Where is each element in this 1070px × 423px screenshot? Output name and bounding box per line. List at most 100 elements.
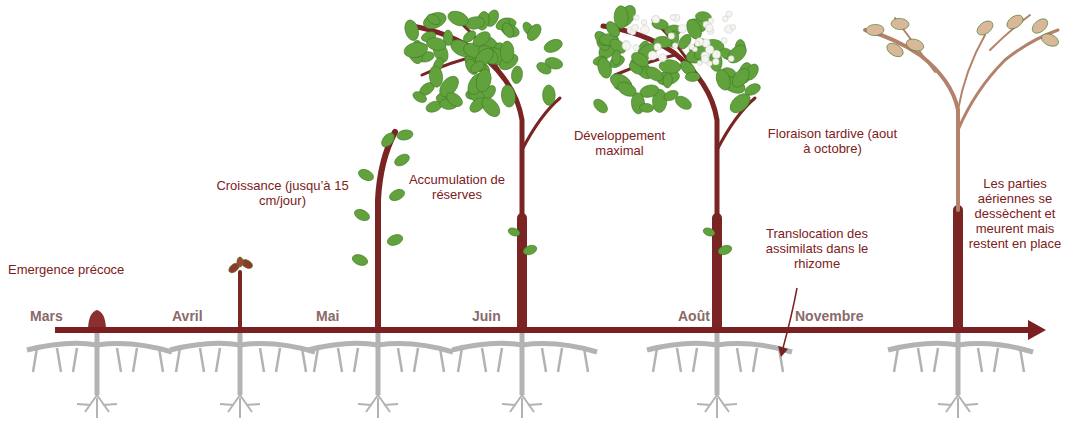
month-label: Avril xyxy=(172,309,232,324)
root xyxy=(653,348,657,372)
leaf xyxy=(403,18,421,42)
leaf xyxy=(591,97,610,116)
root xyxy=(753,348,757,372)
root xyxy=(133,348,137,372)
leaf xyxy=(428,65,443,88)
leaf xyxy=(411,89,428,104)
leaf xyxy=(1040,31,1061,48)
flower xyxy=(633,45,639,51)
time-axis-head xyxy=(1028,320,1046,340)
leaf xyxy=(500,21,516,39)
root xyxy=(440,348,444,372)
root xyxy=(934,348,938,372)
leaf xyxy=(614,2,639,30)
leaf xyxy=(500,41,514,63)
root xyxy=(584,348,588,372)
flower xyxy=(641,25,650,34)
leaf xyxy=(644,64,666,84)
flower xyxy=(689,44,695,50)
leaf xyxy=(891,18,910,30)
stage-label: Croissance (jusqu’à 15 cm/jour) xyxy=(205,178,360,208)
leaf xyxy=(535,60,553,76)
leaf xyxy=(461,29,478,45)
leaf xyxy=(673,94,694,113)
root xyxy=(302,348,306,372)
stage-label: Floraison tardive (aout à octobre) xyxy=(765,126,900,156)
month-label: Juin xyxy=(472,309,522,324)
root xyxy=(77,395,117,418)
rhizome xyxy=(888,343,1033,352)
month-label: Novembre xyxy=(795,309,885,324)
stem xyxy=(958,30,1058,130)
leaf xyxy=(596,56,614,80)
flower xyxy=(670,15,675,20)
stem xyxy=(378,132,395,328)
root xyxy=(260,348,264,372)
leaf xyxy=(393,152,412,169)
root xyxy=(220,395,260,418)
leaf xyxy=(524,22,543,43)
root xyxy=(894,348,898,372)
flower xyxy=(697,60,702,65)
leaf xyxy=(396,129,413,142)
leaf xyxy=(357,167,376,183)
leaf xyxy=(403,40,429,59)
flower xyxy=(722,16,728,22)
root xyxy=(338,348,342,372)
root xyxy=(200,348,204,372)
flower xyxy=(713,58,720,65)
leaf xyxy=(237,257,243,267)
flower xyxy=(712,50,720,58)
stage-label: Emergence précoce xyxy=(8,262,158,277)
root xyxy=(117,348,121,372)
leaf xyxy=(905,37,926,53)
flower xyxy=(648,51,657,60)
root xyxy=(938,395,978,418)
root xyxy=(57,348,61,372)
leaf xyxy=(1030,16,1051,36)
stem xyxy=(958,35,985,110)
stem xyxy=(603,26,717,218)
root xyxy=(502,395,542,418)
leaf xyxy=(522,244,538,257)
flower xyxy=(652,15,660,23)
leaf xyxy=(500,84,517,108)
root xyxy=(693,348,697,372)
leaf xyxy=(421,9,448,31)
leaf xyxy=(511,65,524,84)
flower xyxy=(632,24,639,31)
root xyxy=(918,348,922,372)
flower xyxy=(730,25,735,30)
leaf xyxy=(1004,12,1025,31)
root xyxy=(458,348,462,372)
flower xyxy=(708,18,713,23)
leaf xyxy=(542,85,555,106)
month-label: Août xyxy=(678,309,728,324)
root xyxy=(542,348,546,372)
leaf xyxy=(614,6,629,29)
root xyxy=(216,348,220,372)
stage-label: Les parties aériennes se dessèchent et m… xyxy=(966,176,1064,251)
flower xyxy=(622,41,631,50)
plant-stages xyxy=(88,2,1060,328)
leaf xyxy=(629,50,651,70)
stage-label: Développement maximal xyxy=(562,128,677,158)
leaf xyxy=(685,72,700,82)
root xyxy=(159,348,163,372)
leaf xyxy=(425,36,447,52)
root xyxy=(414,348,418,372)
leaf xyxy=(351,253,369,268)
leaf xyxy=(425,12,442,27)
leaf xyxy=(446,8,471,28)
rhizome xyxy=(308,343,453,352)
leaf xyxy=(478,94,503,120)
root xyxy=(33,348,37,372)
root xyxy=(398,348,402,372)
root xyxy=(354,348,358,372)
flower xyxy=(695,38,703,46)
time-axis xyxy=(55,327,1030,333)
root xyxy=(73,348,77,372)
root xyxy=(314,348,318,372)
